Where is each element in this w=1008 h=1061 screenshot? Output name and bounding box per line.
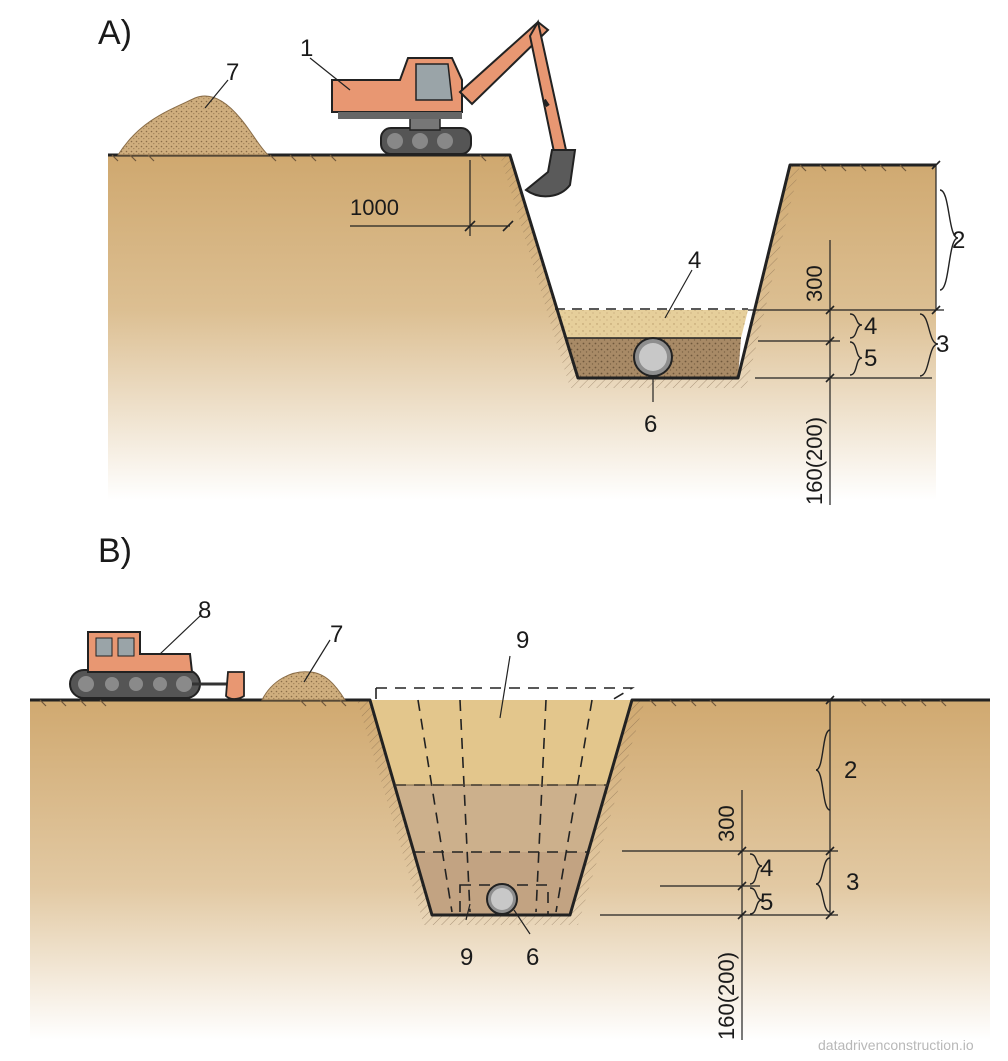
excavator: [331, 19, 577, 198]
spoil-pile-b: [261, 671, 346, 701]
fill-upper-b: [370, 700, 632, 785]
callout-fill-bottom: 9: [460, 944, 473, 971]
dim-layer-a: 300: [802, 265, 827, 302]
dim-right-b: 300 160(200): [600, 695, 838, 1040]
callout-right-4-a: 4: [864, 313, 877, 340]
ground-a: [108, 155, 936, 500]
fill-middle-b: [395, 785, 608, 852]
callouts-b: 8 7 9 9 6 2 3 4 5: [159, 597, 859, 971]
dim-right-a: 300 160(200): [748, 160, 959, 505]
pipe-a: [633, 337, 673, 377]
dim-berm-label: 1000: [350, 195, 399, 220]
callout-right-5-b: 5: [760, 889, 773, 916]
panel-b-label: B): [98, 532, 132, 570]
ground-b: [30, 700, 990, 1040]
dim-berm-a: 1000: [350, 160, 514, 236]
callout-right-upper-b: 2: [844, 757, 857, 784]
panel-b: B): [30, 532, 990, 1040]
callout-spoil-b: 7: [330, 621, 343, 648]
callouts-a: 1 7 4 6 2 3 4 5: [204, 35, 965, 438]
callout-dozer: 8: [198, 597, 211, 624]
panel-a-label: A): [98, 14, 132, 52]
callout-fill-top: 9: [516, 627, 529, 654]
panel-a: A): [98, 14, 965, 505]
callout-excavator: 1: [300, 35, 313, 62]
callout-right-lower-a: 3: [936, 331, 949, 358]
dim-layer-b: 300: [714, 805, 739, 842]
ground-ticks-a: [111, 154, 907, 172]
pipe-b: [486, 883, 518, 915]
callout-pipe-a: 6: [644, 411, 657, 438]
ground-ticks-b: [39, 699, 947, 707]
spoil-pile-a: [117, 95, 270, 156]
dim-depth-a: 160(200): [802, 417, 827, 505]
callout-right-lower-b: 3: [846, 869, 859, 896]
callout-layer-top-a: 4: [688, 247, 701, 274]
callout-right-4-b: 4: [760, 855, 773, 882]
sand-layer-a: [558, 310, 748, 338]
callout-right-5-a: 5: [864, 345, 877, 372]
callout-right-upper-a: 2: [952, 227, 965, 254]
callout-spoil-a: 7: [226, 59, 239, 86]
callout-pipe-b: 6: [526, 944, 539, 971]
dim-depth-b: 160(200): [714, 952, 739, 1040]
watermark: datadrivenconstruction.io: [818, 1037, 974, 1053]
dozer: [69, 631, 245, 700]
